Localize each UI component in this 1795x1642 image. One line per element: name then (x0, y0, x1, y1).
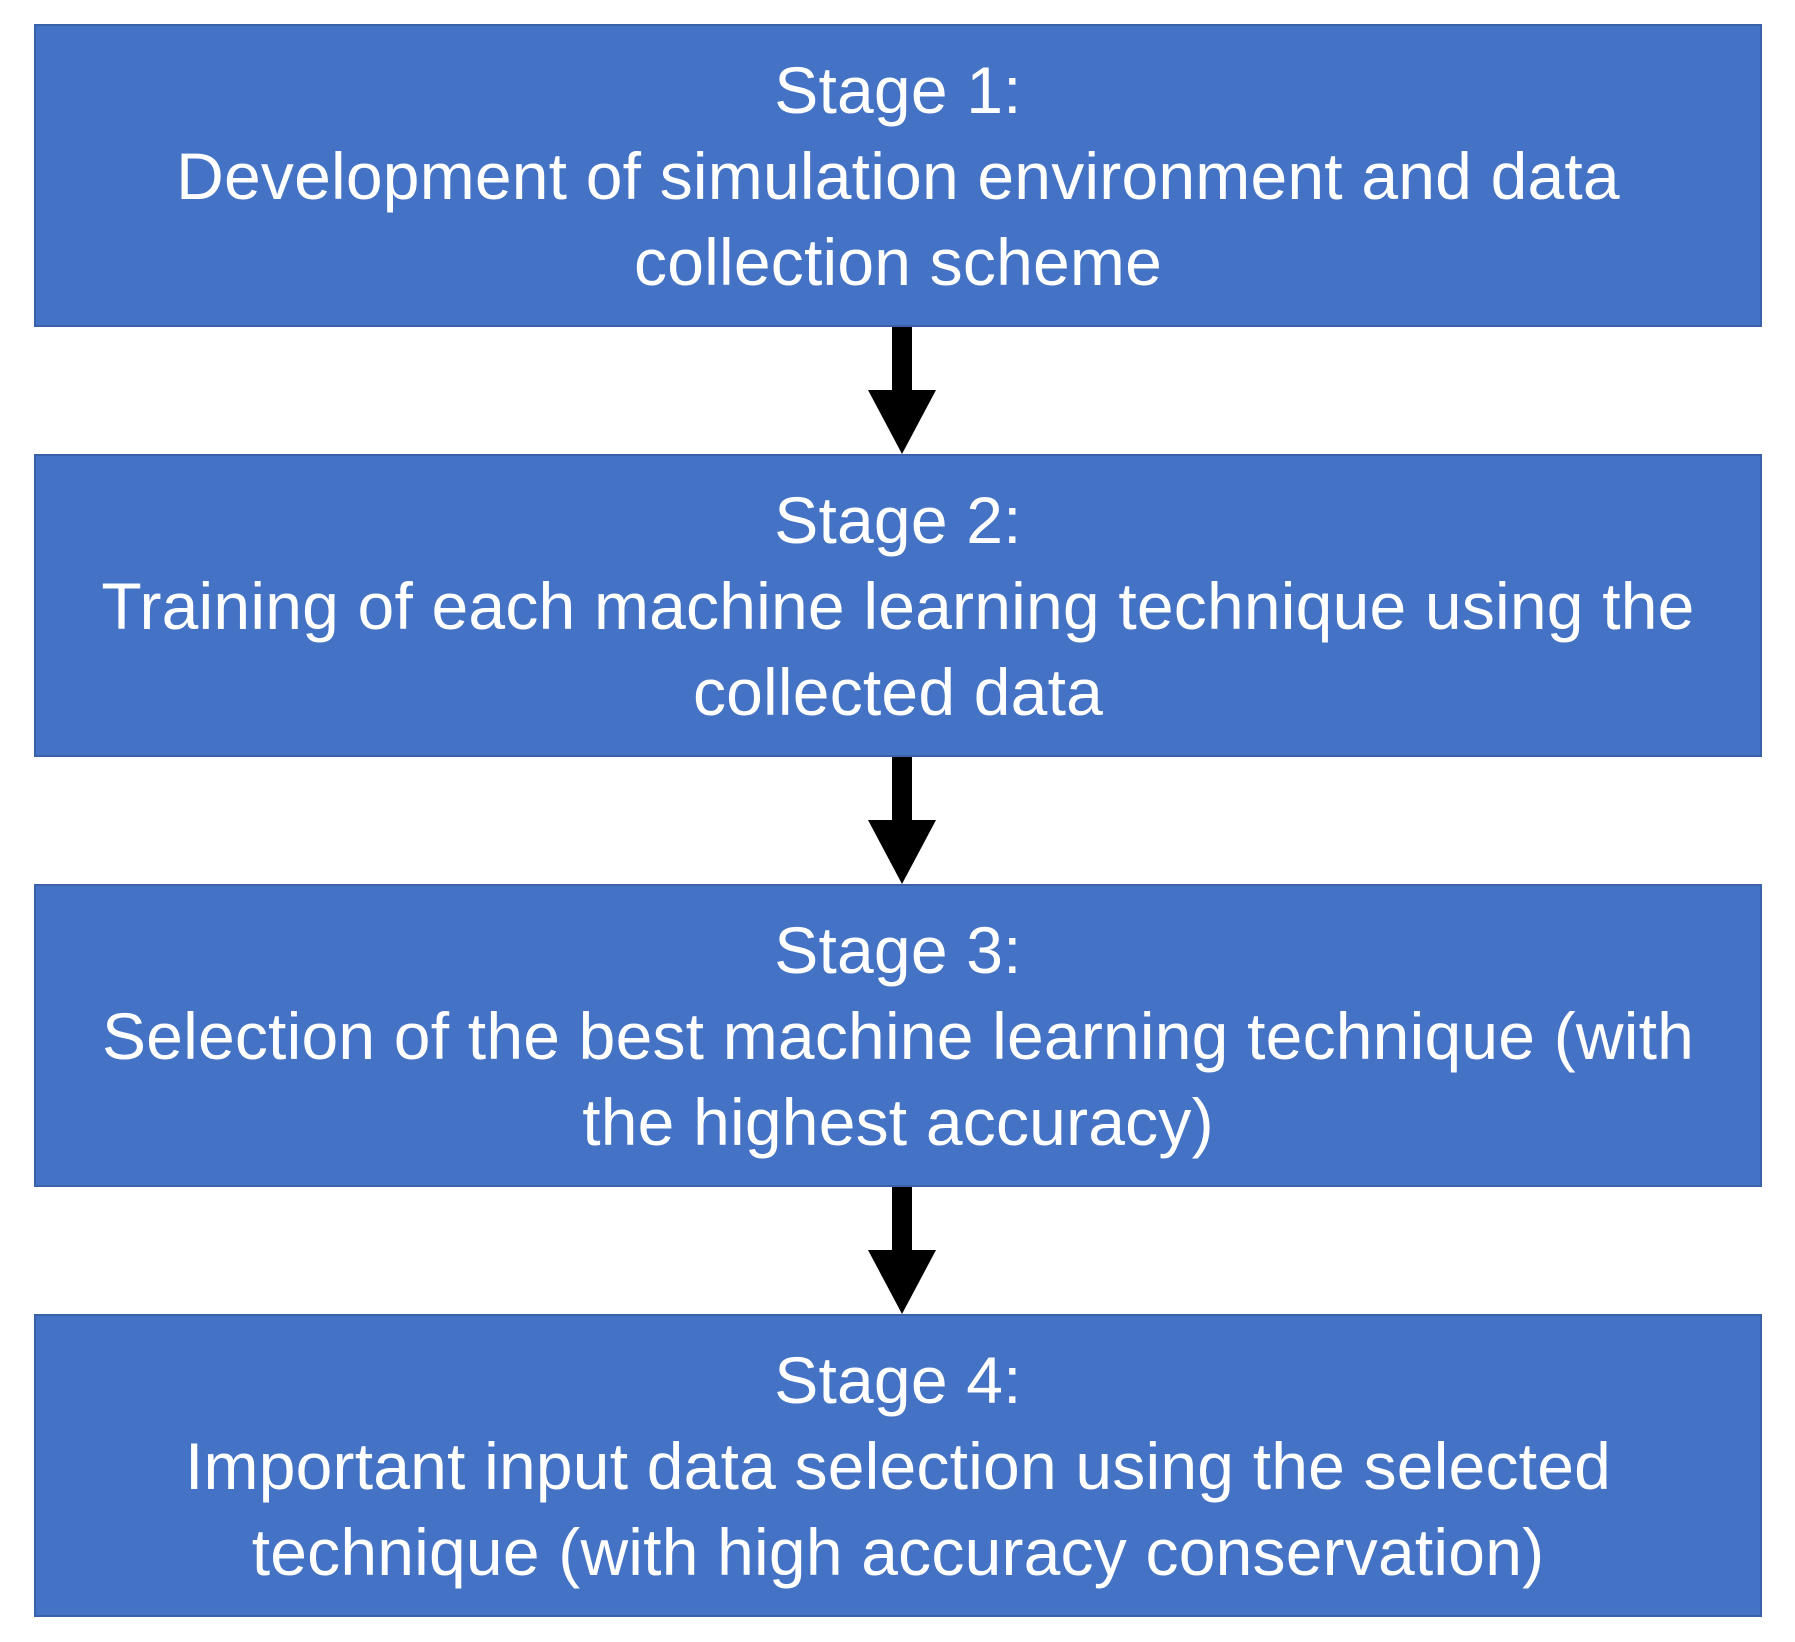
arrow-down-icon (868, 327, 936, 454)
stage-3-box: Stage 3: Selection of the best machine l… (34, 884, 1762, 1187)
stage-2-description: Training of each machine learning techni… (101, 568, 1695, 729)
stage-3-description: Selection of the best machine learning t… (101, 998, 1695, 1159)
stage-4-title: Stage 4: (774, 1342, 1022, 1417)
stage-1-title: Stage 1: (774, 52, 1022, 127)
stage-4-box: Stage 4: Important input data selection … (34, 1314, 1762, 1617)
arrow-down-icon (868, 757, 936, 884)
stage-2-title: Stage 2: (774, 482, 1022, 557)
stage-1-description: Development of simulation environment an… (176, 138, 1620, 299)
stage-1-box: Stage 1: Development of simulation envir… (34, 24, 1762, 327)
stage-2-box: Stage 2: Training of each machine learni… (34, 454, 1762, 757)
arrow-down-icon (868, 1187, 936, 1314)
stage-4-description: Important input data selection using the… (184, 1428, 1612, 1589)
stage-3-title: Stage 3: (774, 912, 1022, 987)
